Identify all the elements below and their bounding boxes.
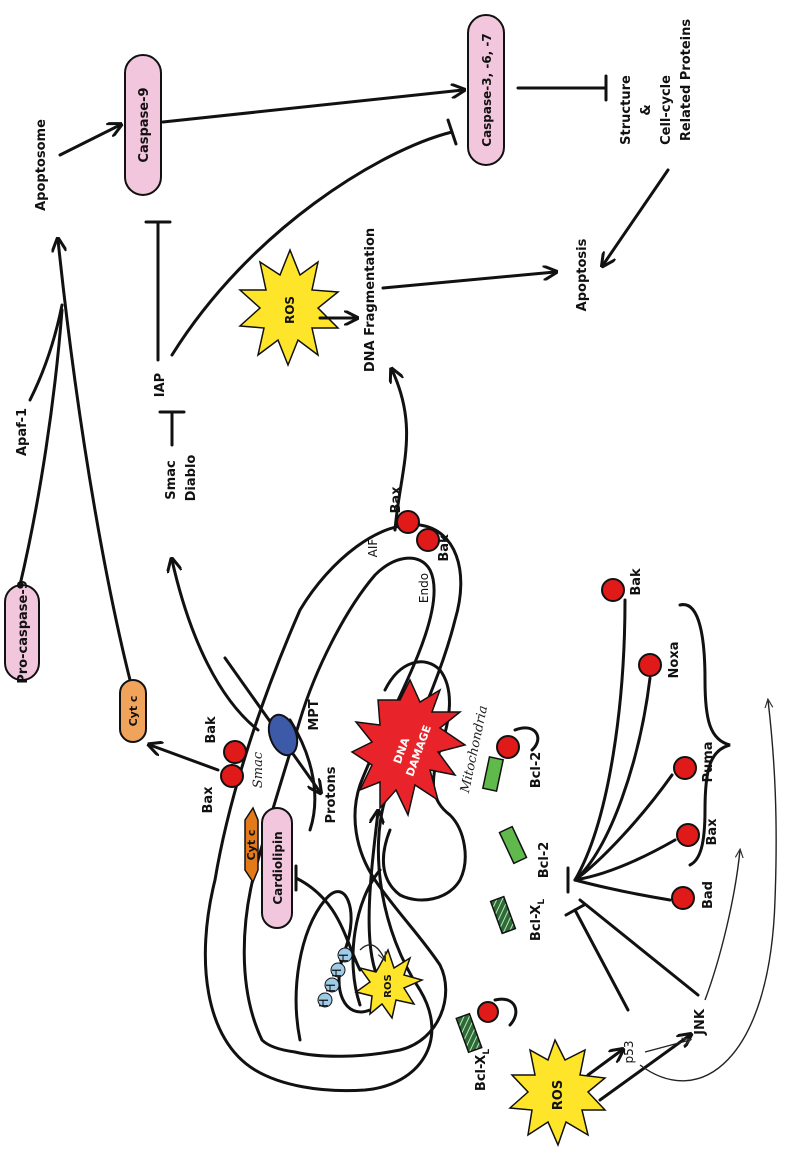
svg-text:Related Proteins: Related Proteins — [679, 19, 694, 142]
svg-text:Apoptosome: Apoptosome — [34, 119, 49, 211]
apoptosome-label: Apoptosome — [34, 119, 49, 211]
endo-label: Endo — [417, 573, 431, 603]
ros-burst-inner: ROS — [356, 950, 422, 1018]
svg-text:Pro-caspase-9: Pro-caspase-9 — [16, 580, 31, 684]
apaf-1-label: Apaf-1 — [15, 408, 30, 456]
inhibit-jnk-bcl — [580, 900, 698, 995]
svg-text:H: H — [324, 983, 338, 992]
ros-burst-bottom: ROS — [510, 1040, 605, 1145]
cyt-c-released: Cyt c — [120, 680, 146, 742]
svg-text:H: H — [330, 968, 344, 977]
svg-text:H: H — [317, 998, 331, 1007]
svg-text:Cyt c: Cyt c — [245, 830, 258, 861]
arrow-dnafrag-to-apoptosis — [383, 272, 555, 288]
svg-text:Bak: Bak — [629, 568, 644, 596]
svg-text:H: H — [337, 953, 351, 962]
bcl-xl-middle: Bcl-XL — [491, 897, 547, 941]
arrow-mito-to-smac — [172, 560, 258, 730]
ros-burst-top: ROS — [240, 250, 338, 365]
svg-text:Bax: Bax — [705, 818, 720, 846]
cardiolipin-node: Cardiolipin — [262, 808, 292, 928]
svg-text:Apoptosis: Apoptosis — [575, 238, 590, 311]
pro-caspase-9-node: Pro-caspase-9 — [5, 580, 39, 684]
svg-text:Smac: Smac — [164, 460, 179, 499]
svg-text:ROS: ROS — [283, 296, 297, 324]
svg-text:Cyt c: Cyt c — [127, 696, 140, 727]
cyt-c-membrane: Cyt c — [245, 808, 258, 882]
arrow-apoptosome-to-caspase-9 — [60, 125, 120, 155]
protons-label: Protons — [324, 766, 339, 823]
bcl-xl-lower: Bcl-XL — [456, 999, 516, 1091]
svg-text:ROS: ROS — [383, 974, 394, 997]
svg-text:Caspase-3, -6, -7: Caspase-3, -6, -7 — [480, 33, 494, 146]
arrow-ros-to-p53 — [588, 1050, 622, 1075]
caspase-9-node: Caspase-9 — [125, 55, 161, 195]
aif-label: AIF — [366, 539, 380, 558]
caspase-3-6-7-node: Caspase-3, -6, -7 — [468, 15, 504, 165]
svg-text:DNA Fragmentation: DNA Fragmentation — [363, 228, 378, 372]
bcl-2-label-center: Bcl-2 — [537, 842, 552, 879]
bh3-inhibition-lines — [568, 600, 675, 900]
svg-text:Noxa: Noxa — [667, 642, 682, 679]
inhibit-p53-bcl — [575, 910, 628, 1010]
inhibit-bar-p53 — [566, 905, 584, 915]
svg-text:ROS: ROS — [551, 1080, 566, 1110]
bcl-2-lower — [499, 827, 526, 864]
dna-fragmentation-label: DNA Fragmentation — [363, 228, 378, 372]
svg-text:MPT: MPT — [307, 699, 322, 730]
arrow-bax-to-cytc — [150, 745, 218, 770]
proton-beads: H H H H — [317, 948, 352, 1008]
svg-text:Bcl-2: Bcl-2 — [529, 752, 544, 789]
svg-text:Structure: Structure — [619, 75, 634, 145]
svg-text:Cell-cycle: Cell-cycle — [659, 75, 674, 145]
svg-text:Apaf-1: Apaf-1 — [15, 408, 30, 456]
iap-label: IAP — [153, 373, 168, 397]
jnk-label: JNK — [693, 1008, 708, 1036]
smac-diablo-label: Smac Diablo — [164, 455, 199, 502]
svg-text:Cardiolipin: Cardiolipin — [271, 831, 285, 904]
arrow-cytc-to-apoptosome — [58, 240, 130, 680]
bcl-2-upper: Bcl-2 — [483, 728, 544, 791]
svg-text:Caspase-9: Caspase-9 — [137, 87, 152, 162]
svg-text:Bcl-XL: Bcl-XL — [529, 899, 547, 941]
svg-text:Bax: Bax — [201, 786, 216, 814]
svg-text:&: & — [639, 104, 654, 115]
structure-proteins-label: Structure & Cell-cycle Related Proteins — [619, 19, 694, 145]
svg-text:IAP: IAP — [153, 373, 168, 397]
bh3-proteins: Bak Noxa Puma Bax Bad — [602, 568, 720, 909]
arrow-ros-to-jnk — [600, 1035, 690, 1100]
smac-membrane-label: Smac — [251, 751, 266, 788]
arrow-caspase-9-to-caspase-3 — [163, 90, 463, 122]
svg-text:Bad: Bad — [701, 881, 716, 909]
arrow-structure-to-apoptosis — [603, 170, 668, 265]
arrow-jnk-to-bax — [705, 850, 740, 1000]
svg-text:Diablo: Diablo — [184, 455, 199, 502]
svg-text:Bak: Bak — [437, 534, 452, 562]
svg-text:Bcl-XL: Bcl-XL — [474, 1049, 492, 1091]
p53-label: p53 — [622, 1041, 636, 1064]
svg-text:Bak: Bak — [204, 716, 219, 744]
apoptosis-label: Apoptosis — [575, 238, 590, 311]
